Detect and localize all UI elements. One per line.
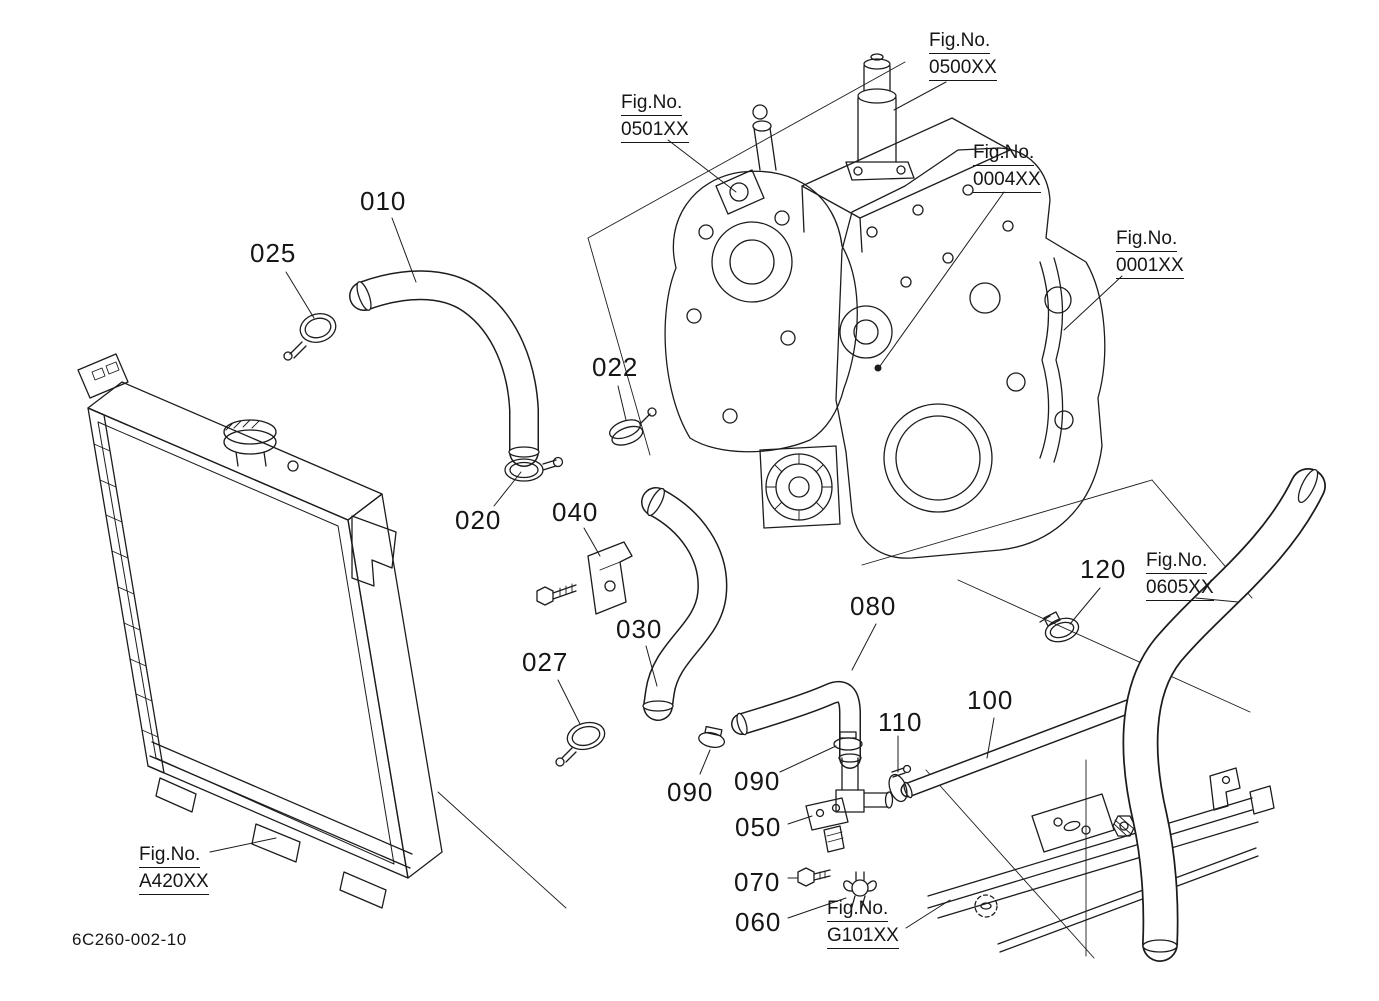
radiator-artwork <box>77 353 443 909</box>
leader-lines <box>209 81 1239 929</box>
part-label-080: 080 <box>850 591 897 621</box>
fig-ref-A420XX[interactable]: Fig.No. A420XX <box>139 844 209 898</box>
fig-ref-number: 0605XX <box>1146 577 1214 601</box>
fig-ref-title: Fig.No. <box>973 142 1035 166</box>
fig-ref-title: Fig.No. <box>139 844 201 868</box>
part-label-050: 050 <box>735 812 782 842</box>
fig-ref-number: 0500XX <box>929 57 997 81</box>
fig-ref-0605XX[interactable]: Fig.No. 0605XX <box>1146 550 1214 604</box>
part-label-100: 100 <box>967 685 1014 715</box>
drawing-code: 6C260-002-10 <box>72 930 187 949</box>
part-label-110: 110 <box>878 707 923 737</box>
part-label-090-left: 090 <box>667 777 714 807</box>
part-label-022: 022 <box>592 352 639 382</box>
fig-ref-title: Fig.No. <box>827 898 889 922</box>
fig-ref-0004XX[interactable]: Fig.No. 0004XX <box>973 142 1041 196</box>
fig-ref-0001XX[interactable]: Fig.No. 0001XX <box>1116 228 1184 282</box>
part-label-020: 020 <box>455 505 502 535</box>
clamps-artwork <box>283 313 1080 803</box>
fig-ref-0501XX[interactable]: Fig.No. 0501XX <box>621 92 689 146</box>
fig-ref-title: Fig.No. <box>621 92 683 116</box>
fig-ref-number: 0001XX <box>1116 255 1184 279</box>
fig-ref-number: 0501XX <box>621 119 689 143</box>
part-label-027: 027 <box>522 647 569 677</box>
frame-artwork <box>927 767 1275 953</box>
part-label-070: 070 <box>734 867 781 897</box>
fig-ref-number: 0004XX <box>973 169 1041 193</box>
fig-ref-0500XX[interactable]: Fig.No. 0500XX <box>929 30 997 84</box>
fig-ref-title: Fig.No. <box>929 30 991 54</box>
part-label-040: 040 <box>552 497 599 527</box>
part-label-030: 030 <box>616 614 663 644</box>
fig-ref-G101XX[interactable]: Fig.No. G101XX <box>827 898 899 952</box>
fittings-artwork <box>536 541 894 911</box>
hoses-artwork <box>349 270 1326 962</box>
part-label-060: 060 <box>735 907 782 937</box>
part-label-120: 120 <box>1080 554 1127 584</box>
fig-ref-title: Fig.No. <box>1116 228 1178 252</box>
fig-ref-number: A420XX <box>139 871 209 895</box>
engine-artwork <box>664 53 1106 559</box>
fig-ref-number: G101XX <box>827 925 899 949</box>
part-label-010: 010 <box>360 186 407 216</box>
part-label-090-right: 090 <box>734 766 781 796</box>
fig-ref-title: Fig.No. <box>1146 550 1208 574</box>
section-boundary-lines <box>437 61 1253 959</box>
part-label-025: 025 <box>250 238 297 268</box>
